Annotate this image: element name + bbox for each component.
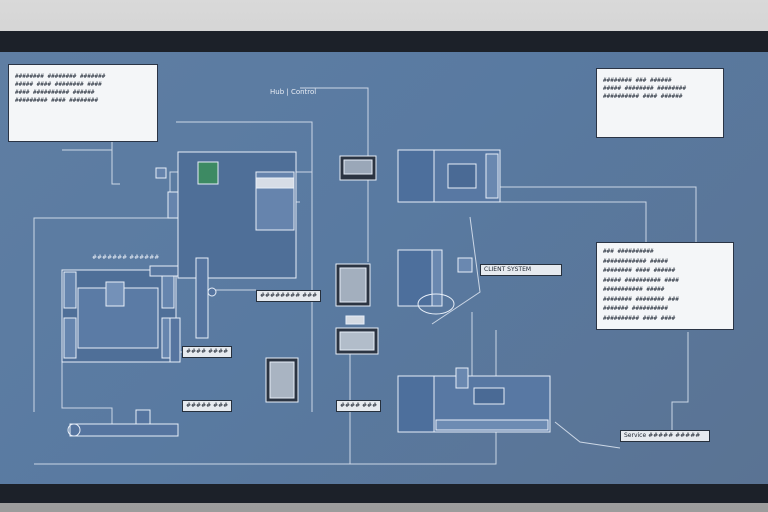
note-line: ######### #### ######## xyxy=(15,97,99,104)
note-line: ##### #### ######## #### xyxy=(15,81,102,88)
note-line: ####### ########## xyxy=(603,305,669,312)
note-line: ##### ######## ######## xyxy=(603,85,687,92)
note-line: ##### ########## #### xyxy=(603,276,679,284)
note-line: ########### ##### xyxy=(603,286,665,293)
note-line: #### ########## ###### xyxy=(15,89,95,96)
note-right: ### ########## ############ ##### ######… xyxy=(596,242,734,330)
node-label: #### #### xyxy=(182,346,233,358)
note-line: ############ ##### xyxy=(603,257,669,265)
note-line: ######## ######## ####### xyxy=(15,73,106,80)
diagram-screen: ######## ######## ####### ##### #### ###… xyxy=(0,52,768,484)
diagram-title: Hub | Control xyxy=(270,88,317,96)
note-line: ########## #### ###### xyxy=(603,93,683,100)
note-line: ########## #### #### xyxy=(603,314,676,322)
note-line: ######## ### ###### xyxy=(603,77,672,84)
note-top-right: ######## ### ###### ##### ######## #####… xyxy=(596,68,724,138)
callout-center: CLIENT SYSTEM xyxy=(480,264,562,276)
callout-bottom-right: Service ##### ##### xyxy=(620,430,710,442)
note-line: ######## ######## ### xyxy=(603,295,679,303)
note-line: ### ########## xyxy=(603,248,654,255)
node-label: ######## ### xyxy=(256,290,322,302)
panel-left-title: ####### ###### xyxy=(92,254,160,261)
note-top-left: ######## ######## ####### ##### #### ###… xyxy=(8,64,158,142)
connector-lines xyxy=(33,87,697,465)
node-label: #### ### xyxy=(336,400,382,412)
note-line: ######## #### ###### xyxy=(603,267,676,274)
node-label: ##### ### xyxy=(182,400,233,412)
